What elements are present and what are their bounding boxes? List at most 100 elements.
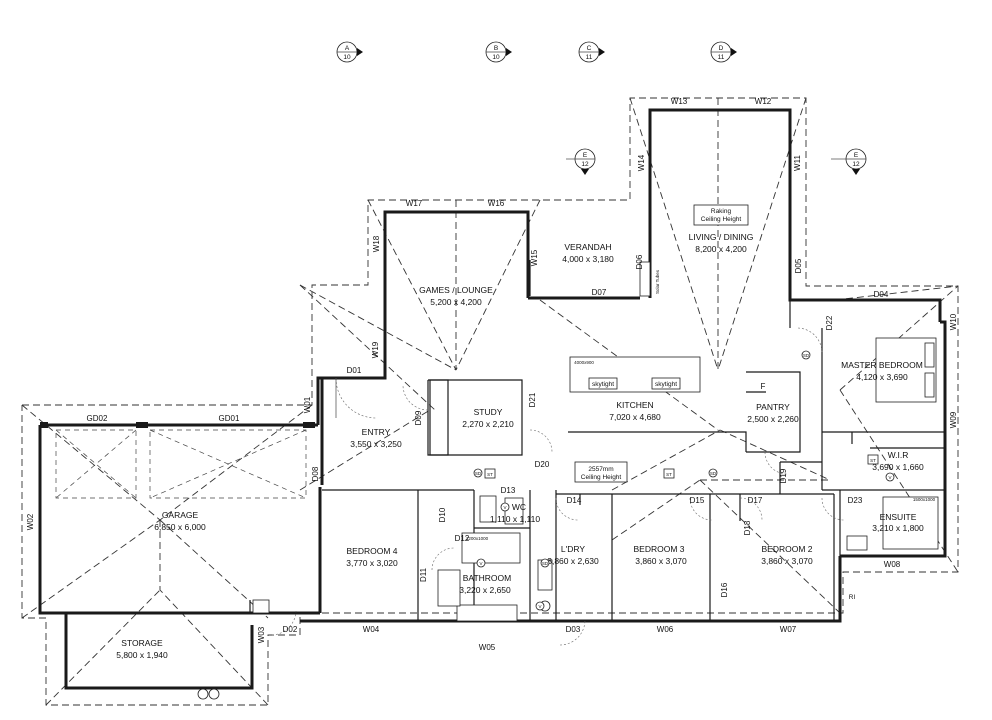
svg-text:2557mm: 2557mm [588,466,613,473]
svg-text:Ceiling Height: Ceiling Height [581,474,622,481]
svg-text:3,210 x 1,800: 3,210 x 1,800 [872,523,924,533]
door-swings [271,327,845,646]
svg-text:W13: W13 [671,97,688,106]
svg-text:12: 12 [852,161,860,168]
svg-text:W17: W17 [406,199,423,208]
svg-text:D16: D16 [720,582,729,597]
svg-text:3,770 x 3,020: 3,770 x 3,020 [346,558,398,568]
svg-text:D20: D20 [535,460,550,469]
svg-text:BEDROOM 4: BEDROOM 4 [346,546,397,556]
svg-text:3,220 x 2,650: 3,220 x 2,650 [459,585,511,595]
svg-text:ENTRY: ENTRY [362,427,391,437]
fixture-notes: 1200x1000 1500x1000 Solar Tubes [466,269,936,541]
exterior-walls [38,108,947,690]
svg-text:V: V [503,505,506,510]
svg-text:F: F [761,382,766,391]
sd-markers: SD SD SD SD [473,350,811,568]
svg-text:6,850 x 6,000: 6,850 x 6,000 [154,522,206,532]
svg-text:D22: D22 [825,315,834,330]
svg-text:D14: D14 [567,496,582,505]
svg-text:8,200 x 4,200: 8,200 x 4,200 [695,244,747,254]
svg-text:C: C [587,45,592,52]
ri-note: RI [849,594,856,601]
section-marker-E-right: E 12 [845,148,867,175]
svg-text:skytight: skytight [592,381,614,388]
svg-text:4,120 x 3,690: 4,120 x 3,690 [856,372,908,382]
svg-text:4000x900: 4000x900 [574,360,594,365]
svg-text:W15: W15 [530,249,539,266]
svg-text:D02: D02 [283,625,298,634]
svg-text:W14: W14 [637,154,646,171]
svg-text:D03: D03 [566,625,581,634]
svg-text:D08: D08 [311,466,320,481]
room-bedroom-4: BEDROOM 4 3,770 x 3,020 [346,546,398,568]
svg-text:BEDROOM 2: BEDROOM 2 [761,544,812,554]
svg-text:GD02: GD02 [87,414,108,423]
svg-text:W02: W02 [26,513,35,530]
svg-text:1200x1000: 1200x1000 [466,536,489,541]
svg-text:2,500 x 2,260: 2,500 x 2,260 [747,414,799,424]
room-pantry: PANTRY 2,500 x 2,260 F [747,382,799,424]
interior-walls [40,204,945,700]
svg-text:SD: SD [475,471,482,476]
svg-text:MASTER BEDROOM: MASTER BEDROOM [841,360,923,370]
svg-text:5,200 x 4,200: 5,200 x 4,200 [430,297,482,307]
svg-text:D17: D17 [748,496,763,505]
svg-text:3,860 x 3,070: 3,860 x 3,070 [761,556,813,566]
svg-text:skytight: skytight [655,381,677,388]
svg-text:W05: W05 [479,643,496,652]
svg-text:ST: ST [870,458,876,463]
svg-text:Ceiling Height: Ceiling Height [701,216,742,223]
skylight-labels: skytight skytight 4000x900 [574,360,681,390]
svg-text:V: V [888,475,891,480]
svg-text:D10: D10 [438,507,447,522]
svg-text:BEDROOM 3: BEDROOM 3 [633,544,684,554]
room-ensuite: ENSUITE 3,210 x 1,800 [872,512,924,533]
svg-text:1,110 x 1,110: 1,110 x 1,110 [490,514,541,524]
svg-text:D05: D05 [794,258,803,273]
svg-text:B: B [494,45,498,52]
svg-text:W06: W06 [657,625,674,634]
svg-text:BATHROOM: BATHROOM [463,573,511,583]
svg-text:ENSUITE: ENSUITE [880,512,917,522]
svg-text:11: 11 [586,54,593,61]
svg-text:SD: SD [542,561,549,566]
room-study: STUDY 2,270 x 2,210 [462,407,514,429]
svg-text:D12: D12 [455,534,470,543]
svg-text:GAMES / LOUNGE: GAMES / LOUNGE [419,285,493,295]
svg-text:D: D [719,45,724,52]
ceiling-height-note: 2557mm Ceiling Height [581,466,622,481]
svg-text:4,000 x 3,180: 4,000 x 3,180 [562,254,614,264]
section-marker-C: C 11 [578,41,605,63]
svg-text:1500x1000: 1500x1000 [913,497,936,502]
svg-text:PANTRY: PANTRY [756,402,790,412]
svg-text:3,860 x 3,070: 3,860 x 3,070 [635,556,687,566]
room-games: GAMES / LOUNGE 5,200 x 4,200 [419,285,493,307]
svg-text:GD01: GD01 [219,414,240,423]
svg-text:E: E [854,152,859,159]
svg-text:STORAGE: STORAGE [121,638,163,648]
svg-text:LIVING / DINING: LIVING / DINING [689,232,754,242]
svg-text:7,020 x 4,680: 7,020 x 4,680 [609,412,661,422]
room-wc: WC 1,110 x 1,110 [490,502,541,524]
svg-text:A: A [345,45,350,52]
room-laundry: L'DRY 3,860 x 2,630 [547,544,599,566]
room-wir: W.I.R 3,690 x 1,660 [872,450,924,472]
room-bedroom-3: BEDROOM 3 3,860 x 3,070 [633,544,687,566]
svg-text:D04: D04 [874,290,889,299]
room-kitchen: KITCHEN 7,020 x 4,680 [609,400,661,422]
svg-text:12: 12 [581,161,589,168]
svg-text:V: V [538,604,541,609]
svg-text:W07: W07 [780,625,797,634]
room-storage: STORAGE 5,800 x 1,940 [116,638,168,660]
svg-text:W.I.R: W.I.R [888,450,909,460]
svg-text:2,270 x 2,210: 2,270 x 2,210 [462,419,514,429]
svg-text:W19: W19 [371,341,380,358]
room-garage: GARAGE 6,850 x 6,000 [154,510,206,532]
svg-text:D11: D11 [419,567,428,582]
section-marker-E-left: E12 [574,148,596,175]
svg-text:3,550 x 3,250: 3,550 x 3,250 [350,439,402,449]
raking-note: Raking Ceiling Height [701,208,742,223]
st-markers: ST ST ST [484,454,879,479]
